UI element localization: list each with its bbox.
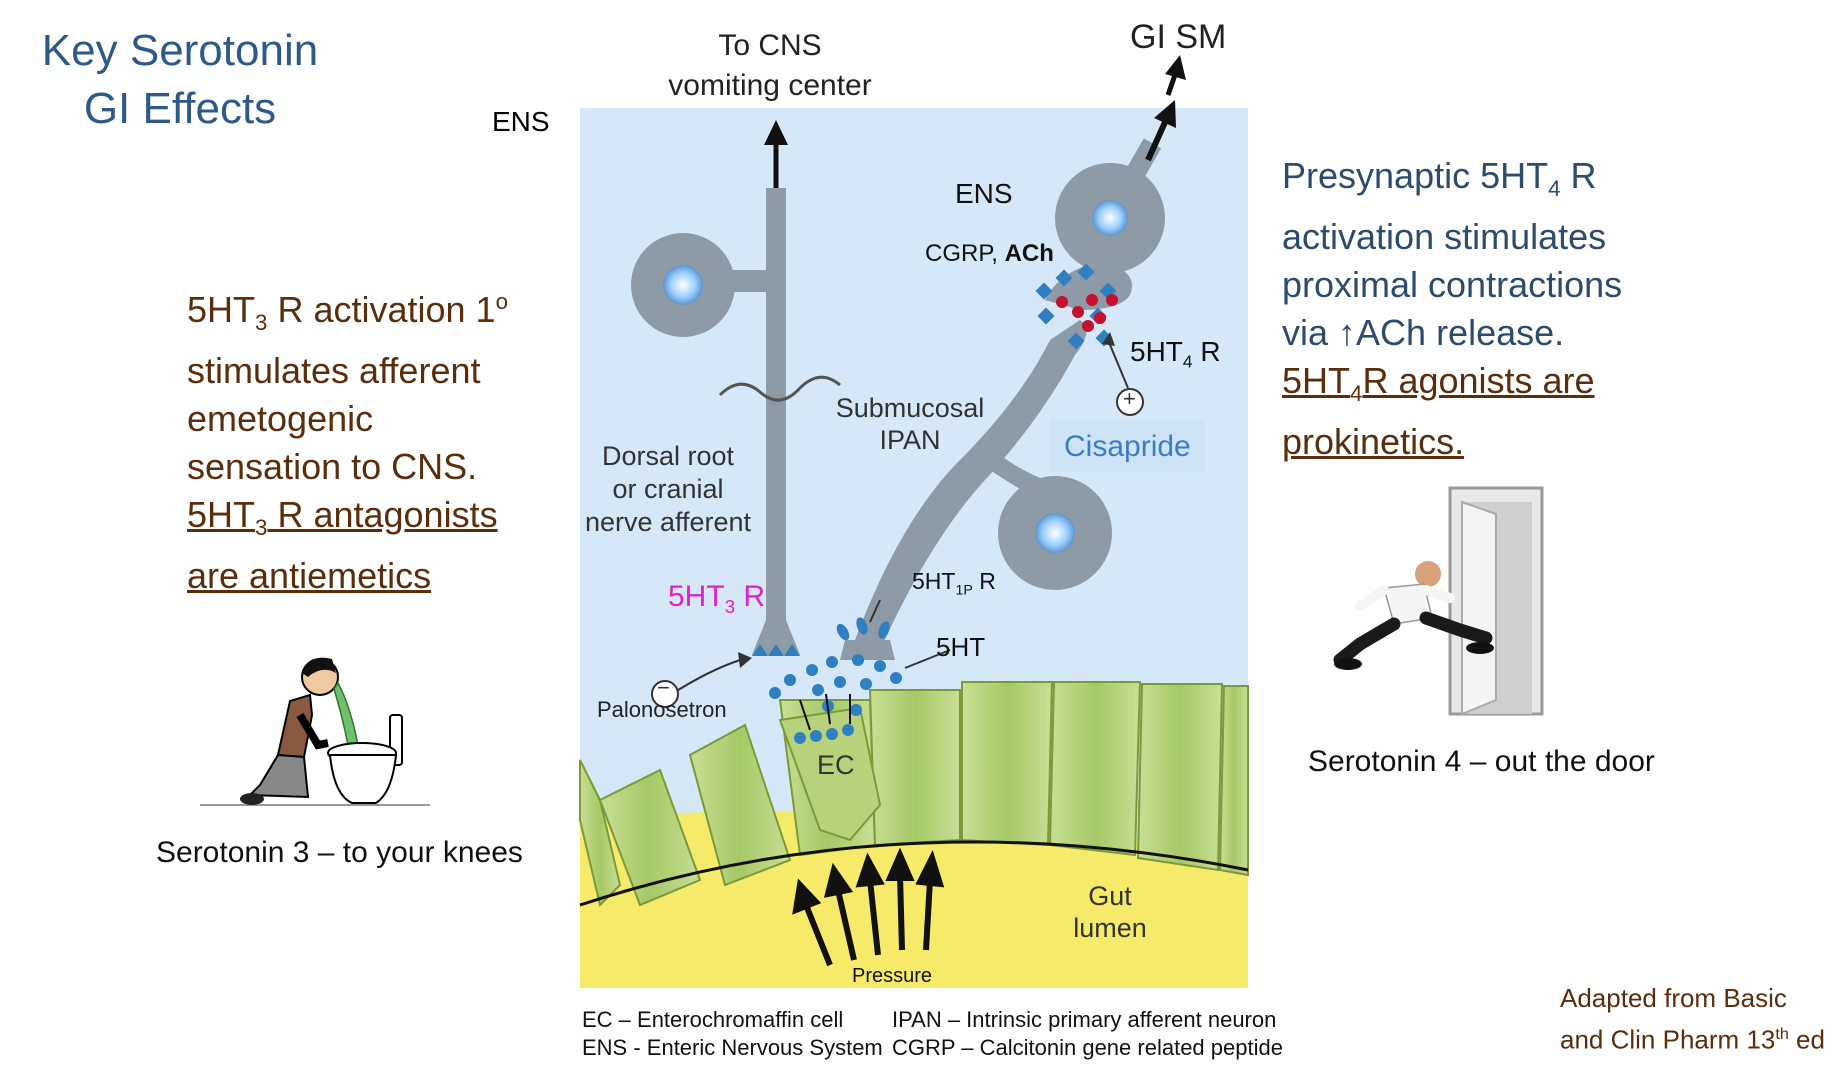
ec-label: EC	[817, 750, 855, 780]
cgrp-ach-label: CGRP, ACh	[925, 240, 1054, 267]
man-running-out-door-illustration	[1333, 486, 1544, 716]
cisapride-box	[1050, 420, 1205, 472]
palonosetron-label: Palonosetron	[597, 697, 727, 722]
pressure-arrows	[792, 847, 945, 967]
serotonin-molecules	[769, 654, 902, 744]
ht3r-label: 5HT3 R	[668, 580, 766, 617]
ens-label-top: ENS	[492, 106, 550, 137]
serotonin-label: 5HT	[936, 632, 986, 662]
ht3-description: 5HT3 R activation 1o stimulates afferent…	[187, 289, 508, 597]
legend-right: IPAN – Intrinsic primary afferent neuron…	[892, 1007, 1283, 1060]
cisapride-label: Cisapride	[1064, 430, 1191, 463]
agonist-plus-symbol: +	[1123, 386, 1136, 411]
ht4r-label: 5HT4 R	[1130, 336, 1221, 372]
ht3-receptors	[752, 644, 800, 656]
axon-break-icon	[718, 375, 841, 402]
ens-label-diagram: ENS	[955, 178, 1013, 209]
ipan-neuron	[840, 320, 1112, 660]
caption-serotonin-4: Serotonin 4 – out the door	[1308, 745, 1655, 778]
to-cns-label: To CNS vomiting center	[668, 29, 872, 102]
pressure-label: Pressure	[852, 965, 933, 987]
page-title: Key Serotonin GI Effects	[41, 26, 319, 133]
release-arrows	[799, 693, 851, 731]
vomiting-person-illustration	[200, 657, 430, 806]
source-citation: Adapted from Basic and Clin Pharm 13th e…	[1560, 983, 1825, 1055]
gi-sm-label: GI SM	[1130, 18, 1227, 56]
antagonist-minus-symbol: −	[657, 675, 670, 700]
arrow-up-right-icon	[1165, 55, 1186, 80]
ht1p-label: 5HT1P R	[912, 568, 996, 599]
ht4-description: Presynaptic 5HT4 R activation stimulates…	[1282, 155, 1623, 463]
agonist-plus-icon	[1116, 388, 1144, 416]
antagonist-minus-icon	[651, 680, 679, 708]
caption-serotonin-3: Serotonin 3 – to your knees	[156, 836, 523, 869]
up-arrow-icon: ↑	[1338, 312, 1357, 354]
dorsal-root-neuron	[631, 188, 800, 655]
arrow-to-gi-sm-icon	[1154, 100, 1176, 128]
ht1p-receptors	[836, 617, 890, 641]
up-arrow-icon	[764, 120, 788, 145]
legend-left: EC – Enterochromaffin cell ENS - Enteric…	[582, 1007, 883, 1060]
